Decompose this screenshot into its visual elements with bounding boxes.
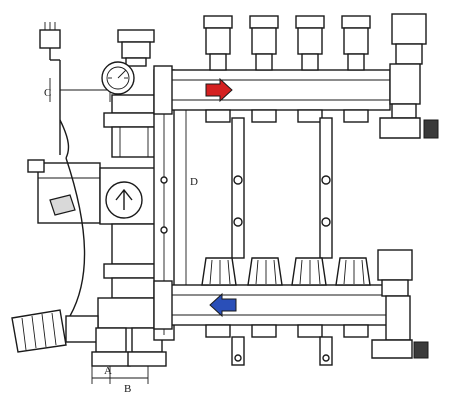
return-flow-arrow [209,292,237,318]
flow-meter-1 [203,15,233,71]
valve-cap-2 [247,257,283,286]
sensor-plug [39,22,70,159]
thermostatic-knob [11,309,67,353]
label-a: A [104,365,112,377]
flow-meter-2 [249,15,279,71]
supply-manifold [153,15,391,123]
valve-cap-1 [201,257,237,286]
label-c: C [44,87,51,99]
lower-strap-ends [231,336,333,366]
flow-meter-3 [295,15,325,71]
supply-air-vent [379,13,439,139]
dimension-b: B [124,383,131,395]
dimension-c: C [44,78,111,102]
label-b: B [124,383,131,395]
valve-cap-4 [335,257,371,286]
supply-flow-arrow [205,77,233,103]
label-d: D [190,176,198,188]
return-manifold [153,257,391,338]
circulation-pump [37,162,101,224]
dimension-a: A [91,365,149,384]
left-pipe-assembly [11,29,167,367]
return-air-vent [371,249,429,359]
valve-cap-3 [291,257,327,286]
flow-meter-4 [341,15,371,71]
support-straps [231,117,333,259]
